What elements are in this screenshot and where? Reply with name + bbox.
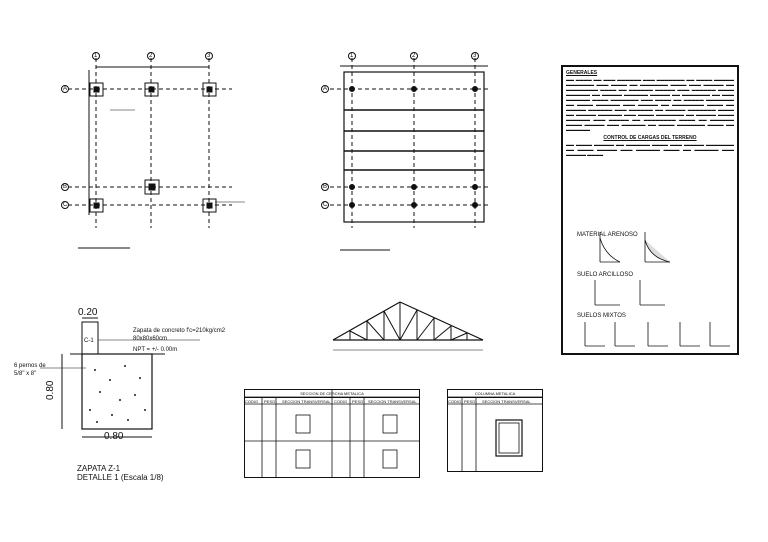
notes-body-1: ▬▬ ▬▬▬▬ ▬▬ ▬▬▬ ▬▬▬▬▬▬ ▬▬▬ ▬▬▬▬▬▬▬ ▬▬ ▬▬▬… xyxy=(566,77,734,132)
footing-subtitle: DETALLE 1 (Escala 1/8) xyxy=(77,473,164,482)
bolt-note-2: 5/8" x 8" xyxy=(14,371,37,377)
footing-height: 0.80 xyxy=(45,380,56,400)
axis-label-col-2b: 2 xyxy=(412,53,416,59)
axis-label-row-b2: B xyxy=(323,184,328,190)
steel-col-weight: PESO xyxy=(264,399,276,404)
steel-col-code: CODIG xyxy=(245,399,259,404)
axis-label-col-3b: 3 xyxy=(473,53,477,59)
column-col-section: SECCION TRANSVERSAL xyxy=(482,399,531,404)
footing-width: 0.80 xyxy=(104,431,124,442)
axis-label-row-c2: C xyxy=(323,202,328,208)
foundation-plan xyxy=(61,52,245,249)
notes-graphs xyxy=(584,232,730,347)
footing-section xyxy=(40,317,200,438)
notes-label-3: SUELOS MIXTOS xyxy=(577,313,626,319)
notes-heading: GENERALES xyxy=(566,70,598,76)
axis-label-row-a2: A xyxy=(323,86,328,92)
npt-label: NPT = +/- 0.00m xyxy=(133,347,178,353)
notes-label-2: SUELO ARCILLOSO xyxy=(577,272,634,278)
axis-label-row-b: B xyxy=(63,184,68,190)
axis-label-col-1: 1 xyxy=(94,53,98,59)
column-tag: C-1 xyxy=(84,338,94,344)
footing-top-width: 0.20 xyxy=(78,307,98,318)
steel-col-code-2: CODIG xyxy=(334,399,348,404)
general-notes-panel: GENERALES ▬▬ ▬▬▬▬ ▬▬ ▬▬▬ ▬▬▬▬▬▬ ▬▬▬ ▬▬▬▬… xyxy=(561,65,739,355)
notes-label-1: MATERIAL ARENOSO xyxy=(577,232,638,238)
truss-elevation xyxy=(332,301,484,351)
concrete-note-1: Zapata de concreto f'c=210kg/cm2 xyxy=(133,328,226,334)
bolt-note-1: 6 pernos de xyxy=(14,363,46,369)
footing-title: ZAPATA Z-1 xyxy=(77,464,121,473)
axis-label-col-3: 3 xyxy=(207,53,211,59)
steel-col-section-2: SECCION TRANSVERSAL xyxy=(368,399,417,404)
steel-table-title: SECCION DE CERCHA METALICA xyxy=(245,390,419,398)
axis-label-col-1b: 1 xyxy=(350,53,354,59)
notes-body-2: ▬▬ ▬▬▬▬ ▬▬▬▬▬ ▬▬ ▬▬▬▬▬▬ ▬▬▬▬ ▬▬▬ ▬▬▬▬▬ ▬… xyxy=(566,142,734,157)
column-table-title: COLUMNA METALICA xyxy=(448,390,542,398)
steel-truss-table: SECCION DE CERCHA METALICA xyxy=(244,389,420,478)
axis-label-row-a: A xyxy=(63,86,68,92)
steel-col-weight-2: PESO xyxy=(352,399,364,404)
column-col-code: CODIG xyxy=(448,399,462,404)
concrete-note-2: 80x80x60cm xyxy=(133,336,168,342)
notes-section-heading: CONTROL DE CARGAS DEL TERRENO xyxy=(603,135,697,141)
roof-framing-plan xyxy=(321,52,490,251)
axis-label-row-c: C xyxy=(63,202,68,208)
metal-column-table: COLUMNA METALICA xyxy=(447,389,543,472)
column-col-weight: PESO xyxy=(464,399,476,404)
axis-label-col-2: 2 xyxy=(149,53,153,59)
steel-col-section: SECCION TRANSVERSAL xyxy=(282,399,331,404)
